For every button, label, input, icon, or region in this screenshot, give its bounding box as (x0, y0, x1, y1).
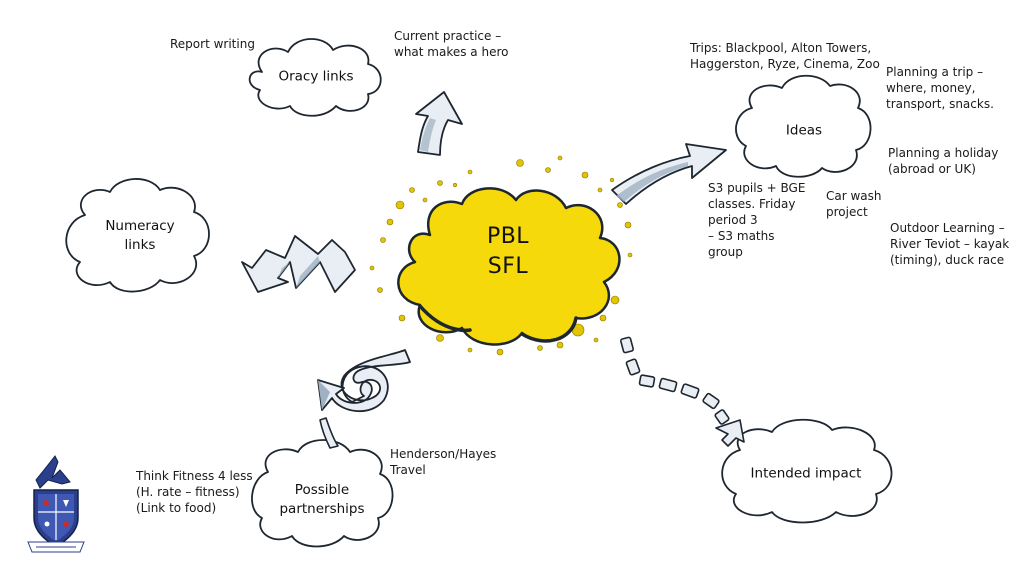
impact-cloud-label: Intended impact (750, 465, 862, 482)
note-s3-pupils: S3 pupils + BGE classes. Friday period 3… (708, 180, 805, 260)
note-think-fitness: Think Fitness 4 less (H. rate – fitness)… (136, 468, 253, 516)
note-outdoor-learning: Outdoor Learning – River Teviot – kayak … (890, 220, 1009, 268)
note-trips-line1: Trips: Blackpool, Alton Towers, (690, 41, 872, 55)
note-car-wash-line2: project (826, 205, 868, 219)
note-henderson-line2: Travel (390, 463, 426, 477)
arrow-to-partnerships (317, 349, 411, 449)
note-s3-pupils-line5: group (708, 245, 743, 259)
note-planning-holiday-line2: (abroad or UK) (888, 162, 976, 176)
partnerships-cloud (251, 439, 394, 548)
arrow-to-ideas (611, 143, 727, 205)
numeracy-cloud (65, 178, 210, 293)
note-planning-holiday: Planning a holiday (abroad or UK) (888, 145, 998, 177)
note-car-wash: Car wash project (826, 188, 882, 220)
note-current-practice-line2: what makes a hero (394, 45, 509, 59)
note-current-practice-line1: Current practice – (394, 29, 502, 43)
note-fitness-line2: (H. rate – fitness) (136, 485, 240, 499)
note-planning-holiday-line1: Planning a holiday (888, 146, 999, 160)
arrow-to-oracy (415, 91, 463, 156)
oracy-cloud (248, 38, 382, 117)
arrow-to-numeracy (241, 235, 356, 293)
note-fitness-line1: Think Fitness 4 less (136, 469, 253, 483)
partnerships-cloud-label-line2: partnerships (279, 501, 365, 517)
ideas-cloud-shape (735, 74, 872, 178)
note-planning-trip-line1: Planning a trip – (886, 65, 984, 79)
partnerships-cloud-shape (251, 439, 394, 548)
center-cloud-dots (369, 155, 633, 356)
center-title-line1: PBL (486, 224, 530, 249)
note-s3-pupils-line1: S3 pupils + BGE (708, 181, 806, 195)
partnerships-cloud-label-line1: Possible (294, 482, 350, 498)
center-title-line2: SFL (487, 254, 529, 279)
impact-cloud (721, 418, 893, 524)
note-planning-trip-line3: transport, snacks. (886, 97, 994, 111)
numeracy-cloud-shape (65, 178, 210, 293)
note-s3-pupils-line3: period 3 (708, 213, 758, 227)
oracy-cloud-label: Oracy links (278, 68, 354, 85)
numeracy-cloud-label-line1: Numeracy (105, 218, 175, 234)
center-cloud (369, 155, 633, 356)
ideas-cloud (735, 74, 872, 178)
note-trips-line2: Haggerston, Ryze, Cinema, Zoo (690, 57, 880, 71)
center-title: PBL SFL (487, 222, 529, 282)
center-cloud-shape (397, 187, 621, 346)
note-henderson-line1: Henderson/Hayes (390, 447, 497, 461)
note-planning-trip-line2: where, money, (886, 81, 976, 95)
note-outdoor-line3: (timing), duck race (890, 253, 1005, 267)
note-outdoor-line1: Outdoor Learning – (890, 221, 1005, 235)
note-outdoor-line2: River Teviot – kayak (890, 237, 1010, 251)
note-car-wash-line1: Car wash (826, 189, 882, 203)
note-report-writing: Report writing (170, 37, 255, 51)
arrow-to-impact (620, 336, 745, 447)
note-current-practice: Current practice – what makes a hero (394, 28, 508, 60)
ideas-cloud-label: Ideas (785, 122, 823, 139)
note-henderson-hayes: Henderson/Hayes Travel (390, 446, 496, 478)
note-s3-pupils-line2: classes. Friday (708, 197, 796, 211)
oracy-cloud-shape (248, 38, 382, 117)
note-trips: Trips: Blackpool, Alton Towers, Haggerst… (690, 40, 880, 72)
note-fitness-line3: (Link to food) (136, 501, 217, 515)
impact-cloud-shape (721, 418, 893, 524)
partnerships-cloud-label: Possible partnerships (279, 481, 364, 519)
note-planning-trip: Planning a trip – where, money, transpor… (886, 64, 994, 112)
numeracy-cloud-label: Numeracy links (105, 217, 174, 255)
school-crest-logo (27, 455, 85, 553)
numeracy-cloud-label-line2: links (124, 237, 156, 253)
note-s3-pupils-line4: – S3 maths (708, 229, 775, 243)
